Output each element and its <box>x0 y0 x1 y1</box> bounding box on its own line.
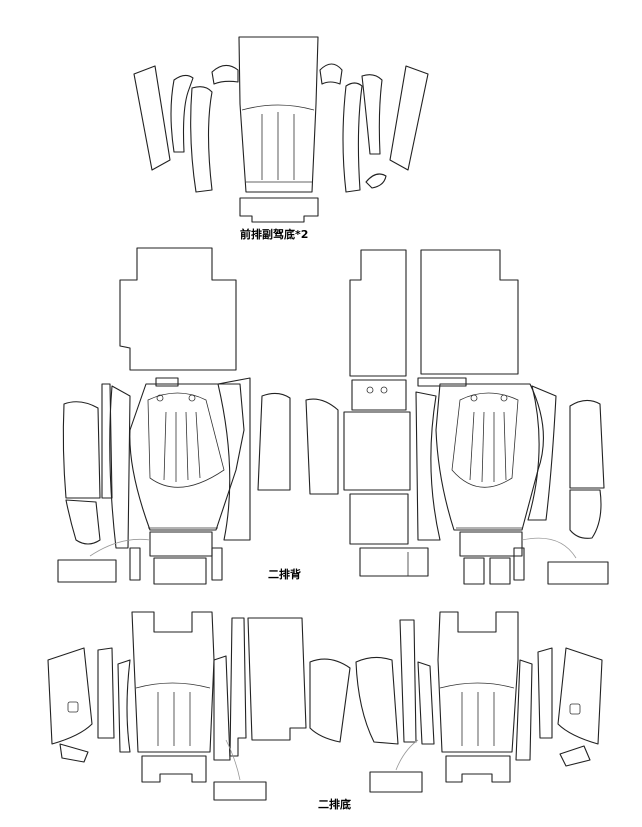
center-right-tall-panel <box>420 249 519 375</box>
left-seat-flute-3 <box>185 411 189 481</box>
right-outer-side-panel <box>569 399 605 489</box>
front-left-curved-panel-2 <box>190 86 213 193</box>
right-lower-side-piece <box>569 489 602 539</box>
right-seat-flute-1 <box>469 411 475 481</box>
bottom-right-inner-panel <box>355 656 399 745</box>
left-seat-flute-1 <box>163 411 167 481</box>
left-seat-upper-tab <box>155 377 179 387</box>
left-seat-flute-4 <box>195 411 201 479</box>
bottom-left-small-foot <box>59 743 89 763</box>
bottom-left-seat-panel <box>131 611 215 753</box>
front-seat-pattern-group: 前排副驾底*2 <box>133 36 429 241</box>
bottom-right-rect <box>369 771 423 793</box>
front-left-ear-piece <box>211 64 239 85</box>
right-lower-bar <box>459 531 523 557</box>
bottom-right-lower-block <box>445 755 511 783</box>
bottom-right-seat-panel <box>437 611 519 753</box>
bottom-right-strip-3 <box>537 647 553 739</box>
left-outer-side-panel <box>62 401 101 499</box>
right-seat-top-shield <box>451 392 519 488</box>
right-connector-line <box>521 537 577 559</box>
center-middle-block <box>343 411 411 491</box>
second-row-bottom-right-group <box>355 611 603 793</box>
bottom-center-narrow-strip <box>229 617 247 757</box>
left-headrest-hole-1 <box>156 394 164 402</box>
second-row-back-center-group <box>305 249 519 577</box>
bottom-right-side-strip <box>515 659 533 761</box>
left-lower-bar <box>149 531 213 557</box>
second-row-back-label: 二排背 <box>268 567 301 581</box>
front-seat-label: 前排副驾底*2 <box>240 227 308 241</box>
second-row-back-right-group <box>415 377 609 585</box>
second-row-bottom-left-group <box>47 611 351 801</box>
right-seat-flute-4 <box>503 411 507 481</box>
bottom-left-seat-arc <box>135 682 211 689</box>
left-tall-bolster <box>109 385 131 549</box>
front-left-long-panel <box>133 65 171 171</box>
center-bottom-rect <box>359 547 429 577</box>
right-seat-flute-2 <box>481 411 485 483</box>
right-left-wing <box>415 391 441 541</box>
bottom-right-strip-2 <box>417 661 435 745</box>
right-top-tab <box>417 377 467 387</box>
front-right-ear-piece <box>319 63 343 85</box>
center-headrest-hole-1 <box>366 386 374 394</box>
second-row-bottom-label: 二排底 <box>318 797 351 811</box>
left-headrest-hole-2 <box>188 394 196 402</box>
bottom-right-seat-arc <box>439 682 515 689</box>
left-seat-top-shield <box>147 392 225 488</box>
bottom-right-outer-panel <box>557 647 603 745</box>
left-lower-side-piece <box>65 499 101 545</box>
bottom-left-side-strip <box>213 655 231 761</box>
center-headrest-hole-2 <box>380 386 388 394</box>
bottom-center-tall-panel <box>247 617 307 741</box>
right-right-wing <box>527 385 557 521</box>
bottom-left-outer-slot <box>67 701 79 713</box>
center-left-side-panel <box>305 398 339 495</box>
front-seat-bottom-strip <box>239 197 319 223</box>
center-tall-panel <box>349 249 407 377</box>
front-seat-center-panel <box>238 36 319 193</box>
bottom-right-connector <box>395 739 419 771</box>
front-right-curved-panel-1 <box>342 82 363 193</box>
right-headrest-hole-1 <box>470 394 478 402</box>
left-bottom-block <box>153 557 207 585</box>
bottom-left-strip-2 <box>117 659 131 753</box>
front-right-small-tab <box>365 173 387 189</box>
right-seat-outline <box>435 383 544 531</box>
left-right-side-wing <box>217 377 251 541</box>
front-center-seam-arc <box>241 104 315 111</box>
left-connector-line <box>89 539 151 557</box>
bottom-right-outer-slot <box>569 703 581 715</box>
left-far-right-panel <box>257 392 291 491</box>
right-bottom-block-2 <box>489 557 511 585</box>
right-bottom-small <box>513 547 525 581</box>
center-lower-block <box>349 493 409 545</box>
right-headrest-hole-2 <box>500 394 508 402</box>
left-backrest-panel <box>119 247 237 371</box>
left-seat-outline <box>129 383 245 531</box>
front-right-long-panel <box>389 65 429 171</box>
bottom-right-strip-1 <box>399 619 417 743</box>
bottom-center-connector <box>225 739 241 781</box>
right-corner-rect <box>547 561 609 585</box>
bottom-left-lower-block <box>141 755 207 783</box>
center-headrest-block <box>351 379 407 411</box>
front-right-curved-panel-2 <box>361 74 383 155</box>
bottom-center-right-panel <box>309 658 351 743</box>
bottom-right-small-foot <box>559 745 591 767</box>
second-row-back-left-group <box>57 247 291 585</box>
bottom-left-outer-panel <box>47 647 93 745</box>
bottom-center-rect <box>213 781 267 801</box>
front-left-curved-panel-1 <box>170 74 194 153</box>
right-bottom-block-1 <box>463 557 485 585</box>
bottom-left-strip-1 <box>97 647 115 739</box>
left-bottom-small-2 <box>211 547 223 581</box>
left-corner-rect <box>57 559 117 583</box>
left-bottom-small-1 <box>129 547 141 581</box>
